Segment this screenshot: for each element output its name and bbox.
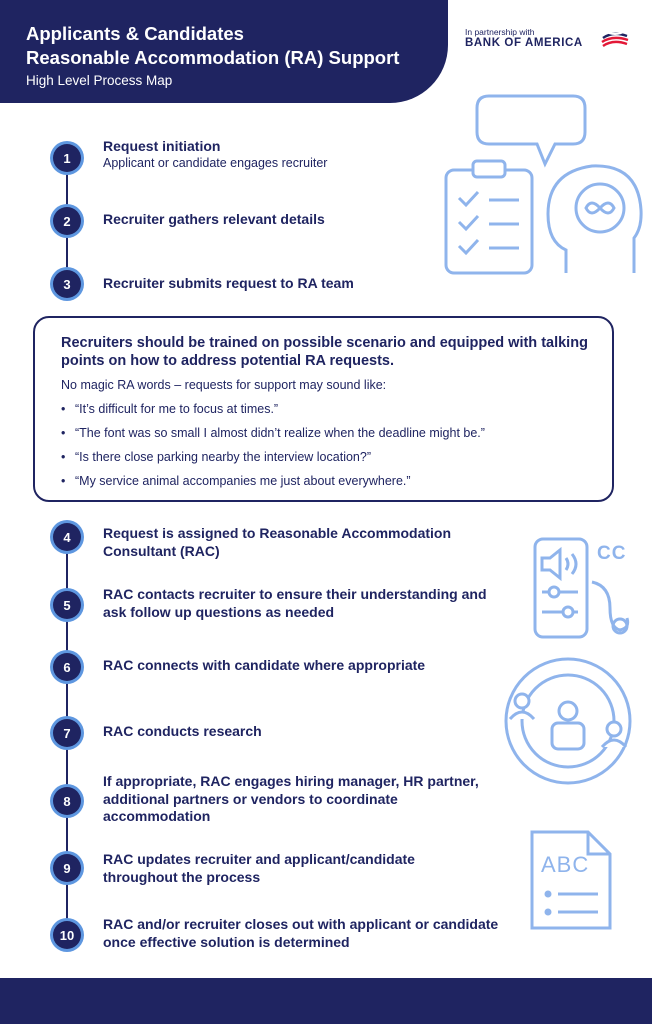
step-title-4: Request is assigned to Reasonable Accomm… bbox=[103, 525, 452, 559]
talking-points-intro: No magic RA words – requests for support… bbox=[61, 378, 387, 392]
footer-band bbox=[0, 978, 652, 1024]
people-circle-icon bbox=[504, 657, 632, 785]
step-title-2: Recruiter gathers relevant details bbox=[103, 211, 325, 227]
step-number-10: 10 bbox=[53, 921, 81, 949]
example-request: “The font was so small I almost didn’t r… bbox=[61, 421, 485, 445]
head-with-mind-icon bbox=[546, 164, 643, 273]
page-subtitle: High Level Process Map bbox=[26, 73, 173, 88]
closed-captions-icon: CC bbox=[597, 543, 627, 564]
footer-logo-in: IN bbox=[600, 13, 630, 35]
example-requests-list: “It’s difficult for me to focus at times… bbox=[61, 397, 485, 493]
step-title-5: RAC contacts recruiter to ensure their u… bbox=[103, 586, 487, 620]
step-number-4: 4 bbox=[53, 523, 81, 551]
step-number-7: 7 bbox=[53, 719, 81, 747]
header-band bbox=[0, 0, 448, 103]
step-number-6: 6 bbox=[53, 653, 81, 681]
page-title-line-2: Reasonable Accommodation (RA) Support bbox=[26, 47, 400, 68]
step-title-10: RAC and/or recruiter closes out with app… bbox=[103, 916, 499, 950]
step-title-8: If appropriate, RAC engages hiring manag… bbox=[103, 773, 479, 824]
step-title-9: RAC updates recruiter and applicant/cand… bbox=[103, 851, 415, 885]
page-title: Applicants & Candidates bbox=[26, 23, 244, 44]
step-number-3: 3 bbox=[53, 270, 81, 298]
step-number-2: 2 bbox=[53, 207, 81, 235]
checklist-clipboard-icon bbox=[444, 159, 534, 275]
accessible-device-icon bbox=[533, 537, 630, 639]
document-abc-label: ABC bbox=[541, 852, 590, 877]
step-number-8: 8 bbox=[53, 787, 81, 815]
step-title-6: RAC connects with candidate where approp… bbox=[103, 657, 426, 673]
document-abc-icon bbox=[530, 830, 612, 930]
example-request: “Is there close parking nearby the inter… bbox=[61, 445, 485, 469]
step-number-1: 1 bbox=[53, 144, 81, 172]
talking-points-box: Recruiters should be trained on possible… bbox=[33, 316, 614, 502]
disability-in-logo: Disability:IN bbox=[526, 13, 630, 35]
footer-logo-text: Disability: bbox=[526, 15, 598, 32]
step-title-1: Request initiation bbox=[103, 138, 221, 154]
partner-logo-text: BANK OF AMERICA bbox=[465, 37, 583, 49]
example-request: “My service animal accompanies me just a… bbox=[61, 469, 485, 493]
talking-points-heading: Recruiters should be trained on possible… bbox=[61, 335, 588, 369]
step-number-5: 5 bbox=[53, 591, 81, 619]
step-number-9: 9 bbox=[53, 854, 81, 882]
step-title-3: Recruiter submits request to RA team bbox=[103, 275, 354, 291]
example-request: “It’s difficult for me to focus at times… bbox=[61, 397, 485, 421]
step-title-7: RAC conducts research bbox=[103, 723, 262, 739]
partner-label: In partnership with bbox=[465, 27, 535, 37]
step-desc-1: Applicant or candidate engages recruiter bbox=[103, 156, 328, 170]
speech-bubble-icon bbox=[475, 94, 587, 168]
